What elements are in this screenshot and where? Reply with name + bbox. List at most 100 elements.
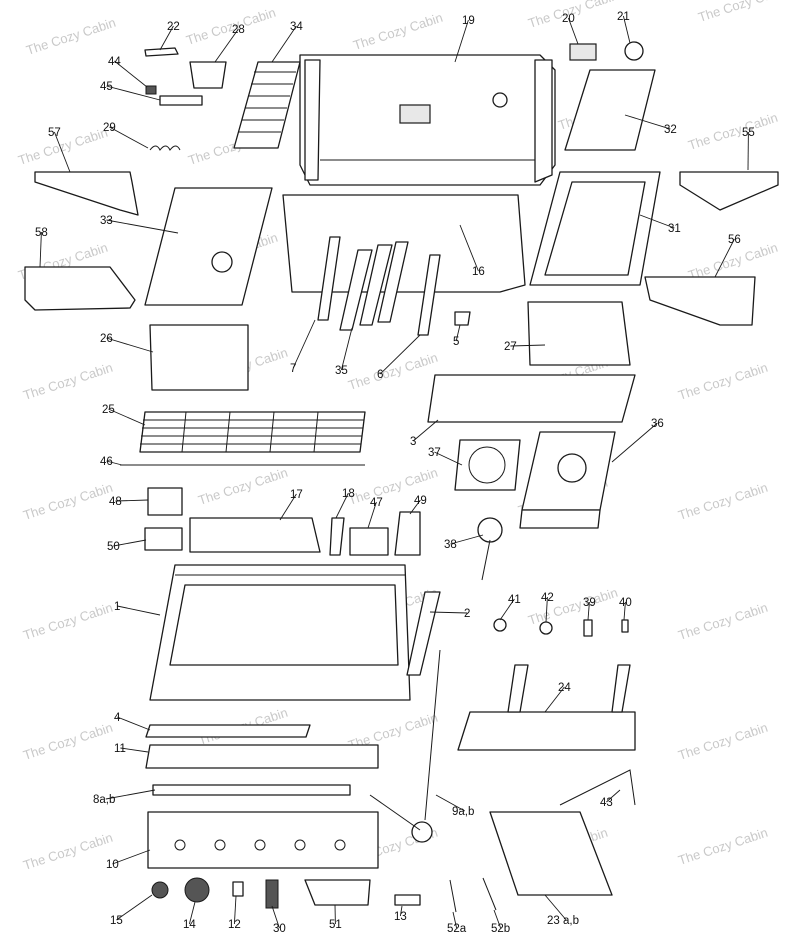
leader-line: [271, 25, 297, 63]
callout-32: 32: [664, 124, 677, 136]
callout-34: 34: [290, 21, 303, 33]
part-48: [147, 487, 183, 516]
callout-25: 25: [102, 404, 115, 416]
callout-41: 41: [508, 594, 521, 606]
part-57: [34, 171, 139, 216]
part-45: [159, 95, 203, 106]
watermark-text: The Cozy Cabin: [676, 480, 769, 523]
leader-line: [409, 499, 421, 515]
leader-line: [106, 85, 161, 101]
part-25-cooking-grid: [139, 411, 366, 453]
callout-57: 57: [48, 127, 61, 139]
leader-line: [624, 114, 671, 130]
callout-58: 58: [35, 227, 48, 239]
part-52a: [449, 879, 457, 913]
part-11: [145, 744, 379, 769]
callout-15: 15: [110, 915, 123, 927]
part-50: [144, 527, 183, 551]
callout-5: 5: [453, 336, 459, 348]
leader-line: [120, 747, 149, 753]
leader-line: [233, 895, 237, 925]
part-22: [144, 47, 179, 57]
leader-line: [510, 344, 546, 347]
part-28: [189, 61, 227, 89]
part-27: [527, 301, 631, 366]
callout-21: 21: [617, 11, 630, 23]
part-6: [417, 254, 441, 336]
watermark-text: The Cozy Cabin: [676, 360, 769, 403]
leader-line: [435, 794, 466, 812]
part-51: [304, 879, 371, 906]
leader-line: [271, 905, 280, 929]
callout-4: 4: [114, 712, 121, 724]
part-3: [427, 374, 636, 423]
part-33: [144, 187, 273, 306]
callout-27: 27: [504, 341, 517, 353]
leader-line: [499, 598, 515, 621]
part-23ab: [489, 811, 613, 896]
callout-13: 13: [394, 911, 407, 923]
leader-line: [544, 686, 565, 713]
callout-47: 47: [370, 497, 383, 509]
callout-3: 3: [410, 436, 416, 448]
leader-line: [399, 905, 403, 917]
part-32: [564, 69, 656, 151]
callout-14: 14: [183, 919, 196, 931]
leader-line: [567, 17, 579, 45]
callout-56: 56: [728, 234, 741, 246]
leader-line: [367, 501, 377, 529]
leader-line: [106, 337, 154, 353]
callout-22: 22: [167, 21, 180, 33]
leader-line: [544, 894, 567, 921]
leader-line: [113, 539, 147, 547]
watermark-text: The Cozy Cabin: [346, 350, 439, 393]
callout-11: 11: [114, 743, 126, 755]
part-31: [529, 171, 661, 286]
callout-52a: 52a: [447, 923, 467, 935]
part-52b: [482, 877, 497, 911]
leader-line: [639, 214, 675, 229]
callout-10: 10: [106, 859, 119, 871]
part-17: [189, 517, 321, 553]
callout-2: 2: [464, 608, 470, 620]
part-36-side-burner: [519, 431, 616, 529]
leader-line: [623, 601, 626, 621]
leader-line: [214, 28, 239, 63]
leader-line: [188, 901, 196, 925]
part-9ab: [369, 649, 441, 843]
watermark-text: The Cozy Cabin: [351, 10, 444, 53]
part-26: [149, 324, 249, 391]
leader-line: [454, 19, 469, 63]
part-29: [149, 145, 181, 151]
callout-8a-b: 8a,b: [93, 794, 115, 806]
callout-9a-b: 9a,b: [452, 806, 474, 818]
callout-51: 51: [329, 919, 342, 931]
callout-6: 6: [377, 369, 383, 381]
part-40: [621, 619, 629, 633]
part-41: [493, 618, 507, 632]
callout-35: 35: [335, 365, 348, 377]
part-49: [394, 511, 421, 556]
callout-19: 19: [462, 15, 475, 27]
part-18: [329, 517, 345, 556]
callout-16: 16: [472, 266, 485, 278]
part-30: [265, 879, 279, 909]
callout-31: 31: [668, 223, 681, 235]
callout-20: 20: [562, 13, 575, 25]
watermark-text: The Cozy Cabin: [21, 480, 114, 523]
callout-24: 24: [558, 682, 571, 694]
callout-39: 39: [583, 597, 596, 609]
callout-38: 38: [444, 539, 457, 551]
leader-line: [611, 422, 658, 463]
leader-line: [108, 408, 146, 426]
leader-line: [379, 334, 421, 375]
callout-55: 55: [742, 127, 755, 139]
watermark-text: The Cozy Cabin: [21, 360, 114, 403]
part-1-grill-body: [149, 564, 411, 701]
leader-line: [115, 499, 149, 502]
callout-29: 29: [103, 122, 116, 134]
watermark-text: The Cozy Cabin: [16, 125, 109, 168]
watermark-text: The Cozy Cabin: [676, 720, 769, 763]
callout-30: 30: [273, 923, 286, 935]
